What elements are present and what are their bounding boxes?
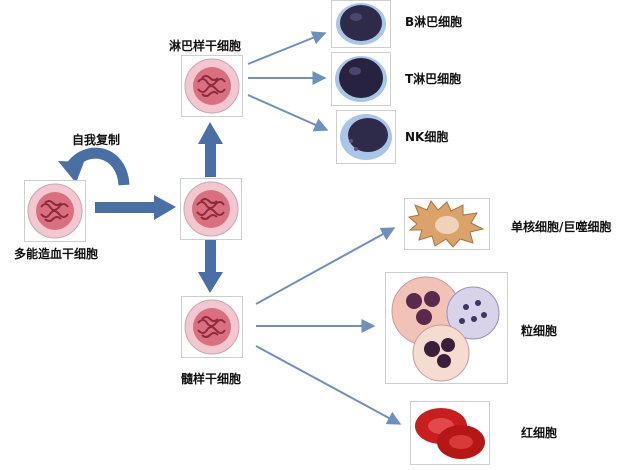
nk-cell-image <box>336 110 396 164</box>
b-cell-image <box>331 0 391 48</box>
arrow-to-b-cell <box>247 31 327 65</box>
lymphoid-stem-cell-image <box>181 55 243 117</box>
arrow-to-monocyte <box>255 227 396 305</box>
granulocyte-image <box>385 272 508 384</box>
label-self-renewal: 自我复制 <box>72 133 121 147</box>
label-multipotent: 多能造血干细胞 <box>14 247 99 261</box>
label-granulocyte: 粒细胞 <box>521 324 558 338</box>
arrow-to-nk-cell <box>247 94 329 132</box>
arrow-center-to-lymphoid <box>205 143 216 177</box>
arrow-multipotent-to-center <box>95 202 155 213</box>
label-t-cell: T淋巴细胞 <box>405 72 462 86</box>
multipotent-stem-cell-image <box>24 180 86 242</box>
t-cell-image <box>331 52 391 106</box>
label-b-cell: B淋巴细胞 <box>405 15 463 29</box>
label-nk-cell: NK细胞 <box>405 130 449 144</box>
self-renewal-arrow-head <box>58 161 84 183</box>
label-rbc: 红细胞 <box>521 426 558 440</box>
center-stem-cell-image <box>180 178 242 240</box>
rbc-image <box>410 401 490 465</box>
self-renewal-arrow <box>65 147 130 186</box>
monocyte-image <box>404 198 490 250</box>
arrow-center-to-myeloid <box>205 240 216 273</box>
label-myeloid-stem: 髓样干细胞 <box>181 372 242 386</box>
arrow-to-rbc <box>255 345 402 425</box>
label-lymphoid-stem: 淋巴样干细胞 <box>169 39 242 53</box>
label-monocyte: 单核细胞/巨噬细胞 <box>511 220 612 234</box>
myeloid-stem-cell-image <box>181 296 243 358</box>
